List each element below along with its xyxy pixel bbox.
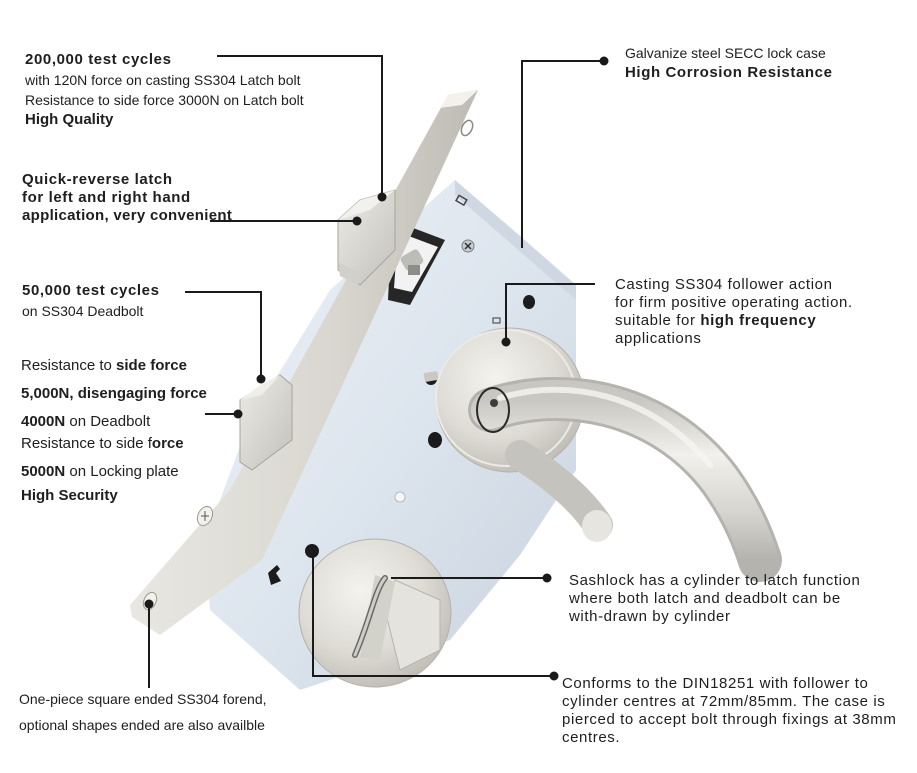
- side-force-line2: 5,000N, disengaging force: [21, 385, 207, 402]
- callout-deadbolt-cycles: 50,000 test cycles on SS304 Deadbolt: [22, 281, 160, 321]
- din-line2: cylinder centres at 72mm/85mm. The case …: [562, 693, 886, 710]
- latch-cycles-emphasis: High Quality: [25, 111, 114, 128]
- lock-case-emphasis: High Corrosion Resistance: [625, 64, 833, 81]
- lever-handle: [423, 327, 782, 582]
- follower-line4: applications: [615, 330, 702, 347]
- callout-quick-reverse: Quick-reverse latch for left and right h…: [22, 171, 232, 225]
- latch-cycles-title: 200,000 test cycles: [25, 51, 172, 68]
- leader-deadbolt-cycles: [185, 291, 262, 379]
- side-force-line4: Resistance to side force: [21, 431, 207, 456]
- sashlock-line1: Sashlock has a cylinder to latch functio…: [569, 572, 861, 589]
- callout-follower: Casting SS304 follower action for firm p…: [615, 276, 853, 348]
- follower-line3-bold: high frequency: [700, 312, 817, 329]
- deadbolt-cycles-line1: on SS304 Deadbolt: [22, 303, 144, 319]
- callout-forend: One-piece square ended SS304 forend, opt…: [19, 686, 267, 738]
- forend-line2: optional shapes ended are also availble: [19, 717, 265, 733]
- side-force-line1-text: Resistance to: [21, 357, 117, 374]
- follower-line2: for firm positive operating action.: [615, 294, 853, 311]
- leader-din: [312, 555, 554, 677]
- callout-lock-case: Galvanize steel SECC lock case High Corr…: [625, 43, 833, 83]
- follower-line3: suitable for high frequency: [615, 312, 853, 330]
- side-force-line4-bold: orce: [151, 435, 184, 452]
- side-force-line1-bold: side force: [116, 357, 187, 374]
- sashlock-line2: where both latch and deadbolt can be: [569, 590, 841, 607]
- quick-reverse-line1: Quick-reverse latch: [22, 171, 173, 188]
- leader-dots: [144, 56, 609, 681]
- deadbolt-cycles-title: 50,000 test cycles: [22, 282, 160, 299]
- din-line3: pierced to accept bolt through fixings a…: [562, 711, 897, 728]
- latch-cycles-line2: Resistance to side force 3000N on Latch …: [25, 92, 304, 108]
- leader-lock-case: [521, 60, 604, 248]
- leader-lines: [148, 55, 604, 688]
- side-force-line5-bold: 5000N: [21, 463, 66, 480]
- side-force-line3-text: on Deadbolt: [65, 413, 151, 430]
- side-force-line3-bold: 4000N: [21, 413, 66, 430]
- callout-sashlock: Sashlock has a cylinder to latch functio…: [569, 572, 860, 626]
- din-line1: Conforms to the DIN18251 with follower t…: [562, 675, 869, 692]
- leader-latch-cycles: [217, 55, 383, 197]
- quick-reverse-line3: application, very convenient: [22, 207, 233, 224]
- deadbolt: [239, 374, 293, 471]
- quick-reverse-line2: for left and right hand: [22, 189, 191, 206]
- latch-cycles-line1: with 120N force on casting SS304 Latch b…: [25, 72, 301, 88]
- side-force-line5-text: on Locking plate: [65, 463, 179, 480]
- side-force-line1: Resistance to side force: [21, 353, 207, 378]
- follower-line3-text: suitable for: [615, 312, 701, 329]
- side-force-line5: 5000N on Locking plate: [21, 459, 207, 484]
- forend-line1: One-piece square ended SS304 forend,: [19, 691, 267, 707]
- sashlock-line3: with-drawn by cylinder: [569, 608, 731, 625]
- callout-latch-cycles: 200,000 test cycles with 120N force on c…: [25, 50, 304, 130]
- side-force-line4-text: Resistance to side f: [21, 435, 152, 452]
- side-force-line3: 4000N on Deadbolt: [21, 409, 207, 434]
- side-force-emphasis: High Security: [21, 487, 118, 504]
- callout-side-force: Resistance to side force 5,000N, disenga…: [21, 353, 207, 508]
- din-line4: centres.: [562, 729, 621, 746]
- follower-line1: Casting SS304 follower action: [615, 276, 833, 293]
- thumbturn: [298, 538, 452, 688]
- leader-follower: [505, 283, 595, 342]
- callout-din: Conforms to the DIN18251 with follower t…: [562, 675, 896, 747]
- lock-case-line1: Galvanize steel SECC lock case: [625, 45, 826, 61]
